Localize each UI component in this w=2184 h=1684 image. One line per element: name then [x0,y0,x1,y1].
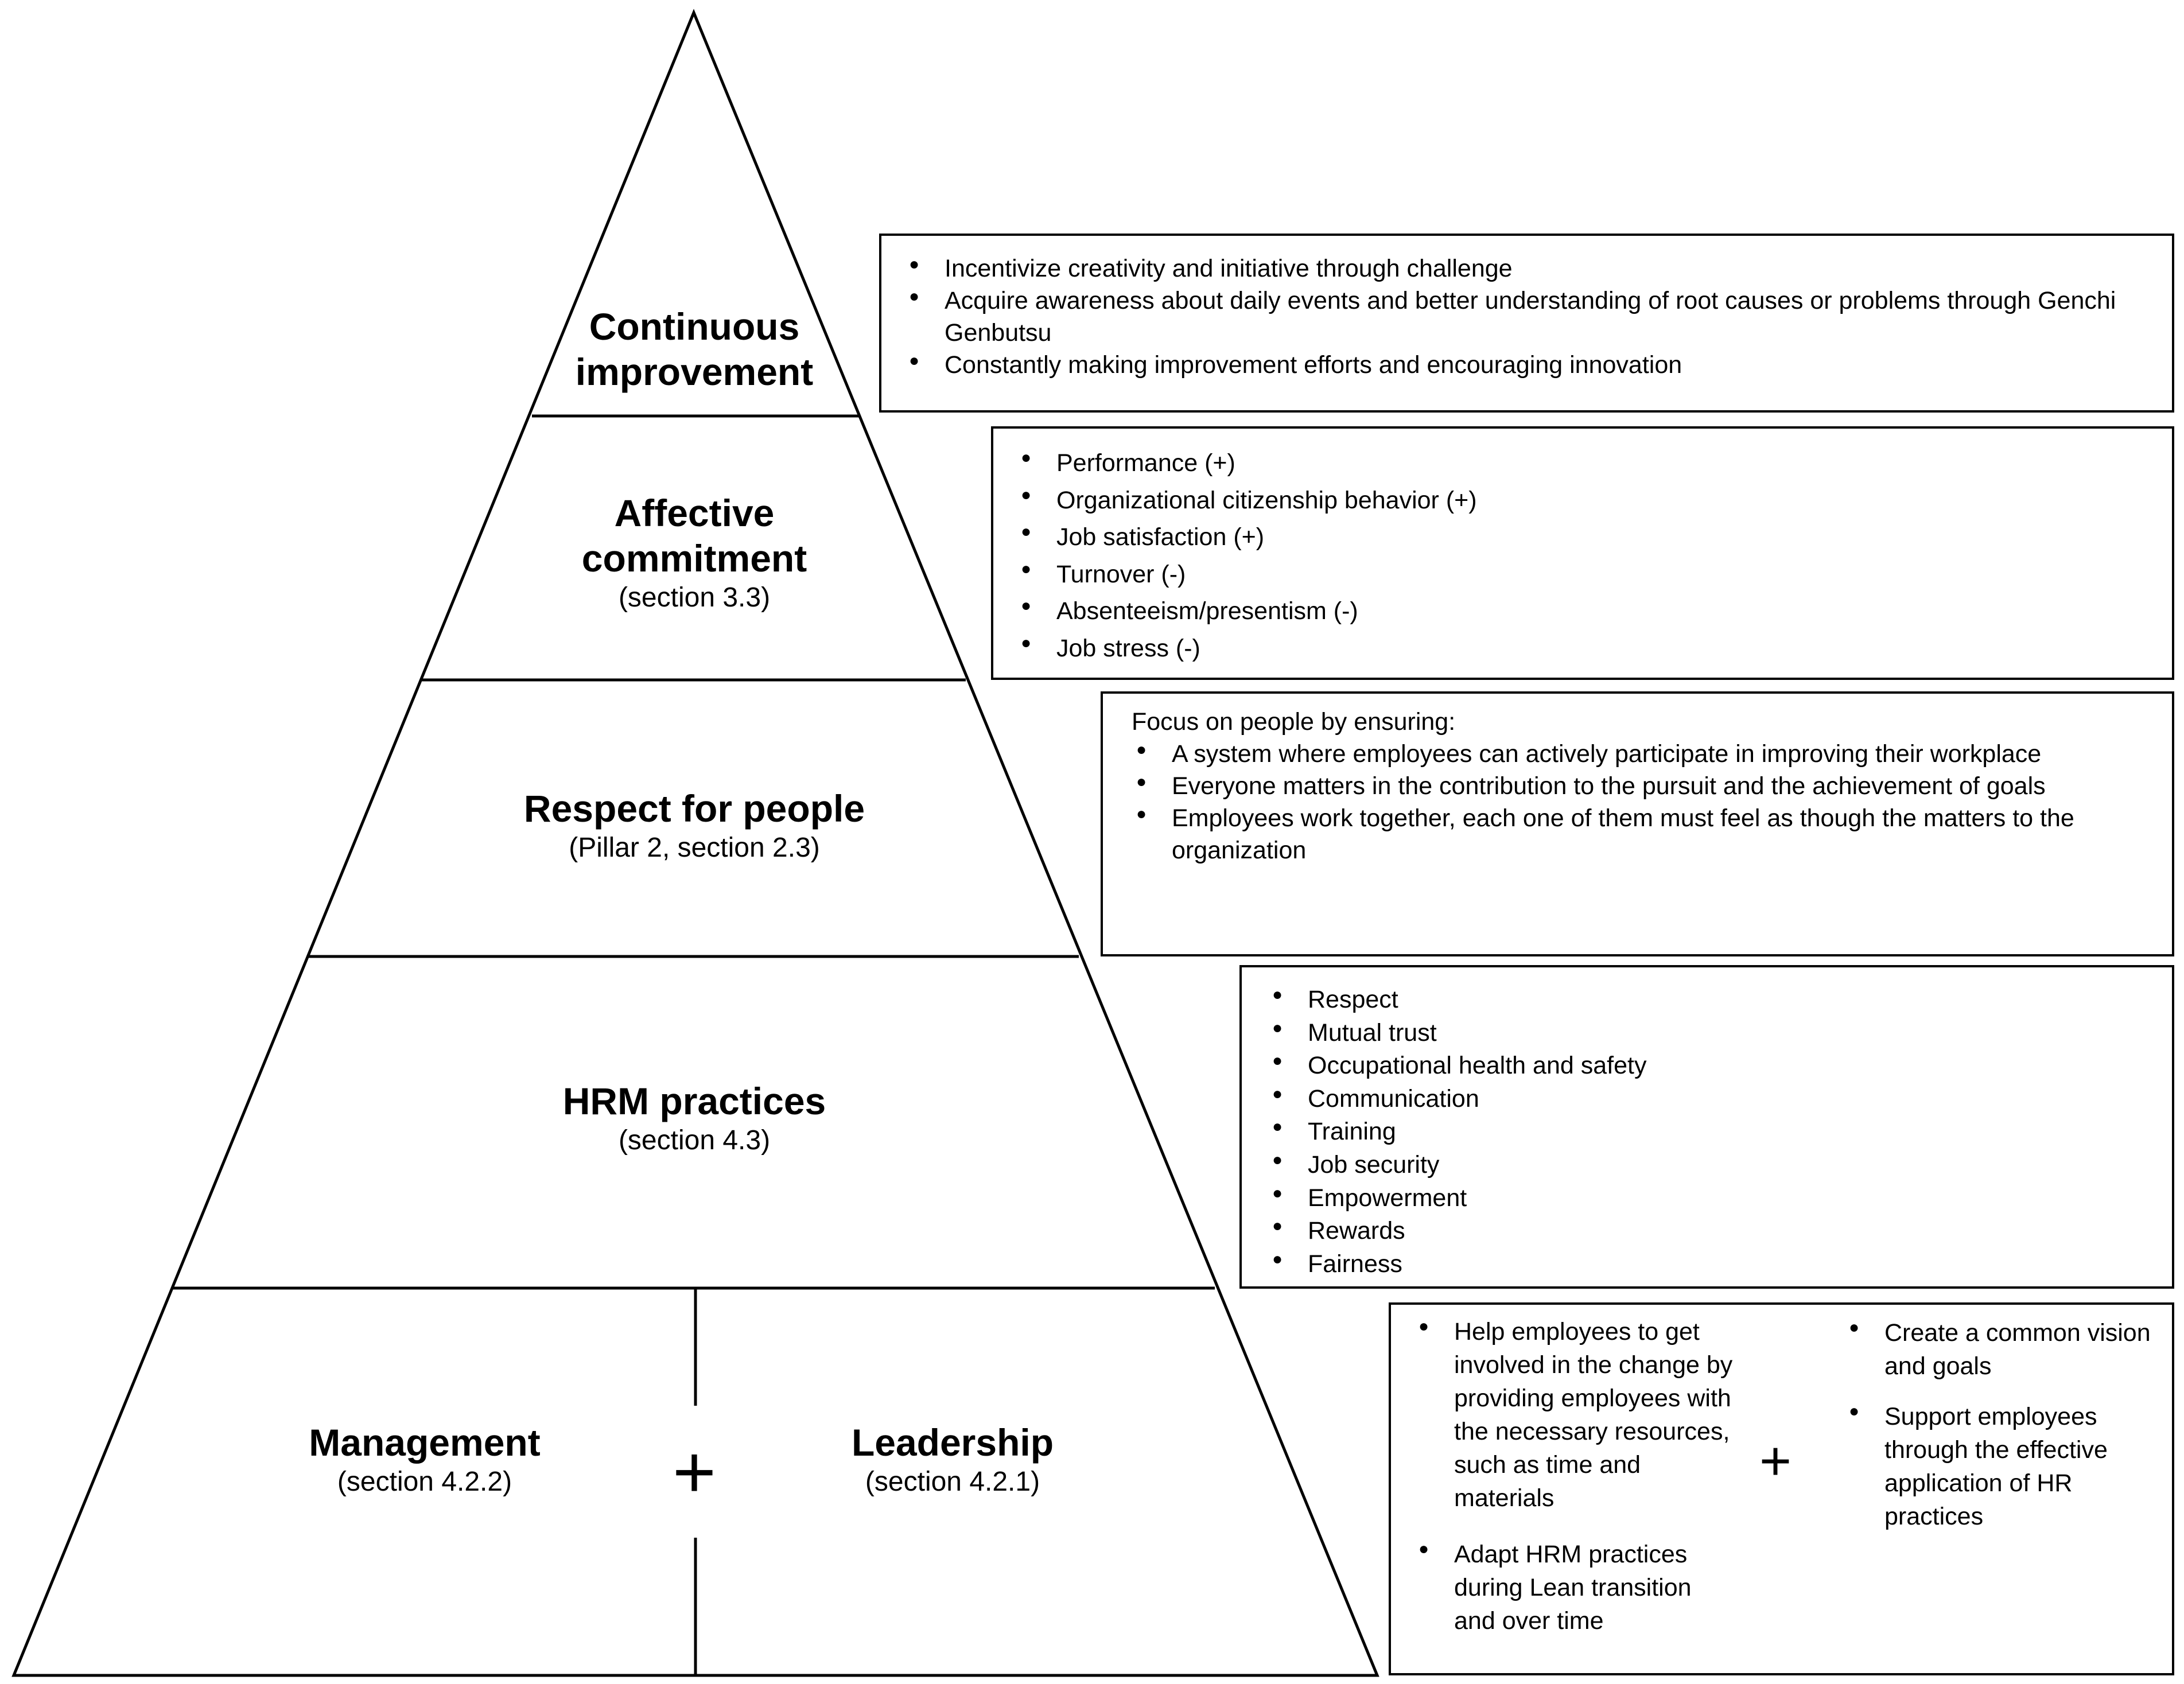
leadership-list: Create a common vision and goals Support… [1844,1316,2157,1533]
list-item: Mutual trust [1268,1017,2149,1050]
list-item: Support employees through the effective … [1844,1400,2157,1533]
hrm-practices-list: Respect Mutual trust Occupational health… [1268,983,2149,1281]
affective-commitment-list: Performance (+) Organizational citizensh… [1016,445,2149,667]
list-item: Constantly making improvement efforts an… [904,349,2149,382]
respect-for-people-title: Respect for people [523,787,865,830]
list-item: Communication [1268,1083,2149,1116]
list-item: Absenteeism/presentism (-) [1016,593,2149,630]
list-item: Everyone matters in the contribution to … [1132,771,2155,803]
list-item: Organizational citizenship behavior (+) [1016,482,2149,519]
affective-commitment-title-2: commitment [581,537,807,580]
leadership-subtitle: (section 4.2.1) [865,1467,1040,1498]
continuous-improvement-title-1: Continuous [589,305,800,348]
box-plus: + [1759,1430,1792,1492]
box-respect-for-people: Focus on people by ensuring: A system wh… [1101,691,2174,956]
respect-for-people-list: A system where employees can actively pa… [1132,738,2155,867]
list-item: Job stress (-) [1016,630,2149,667]
level-affective-commitment: Affective commitment (section 3.3) [493,491,895,615]
level-management: Management (section 4.2.2) [252,1420,597,1499]
hrm-practices-title: HRM practices [562,1080,826,1122]
list-item: Incentivize creativity and initiative th… [904,253,2149,285]
level-hrm-practices: HRM practices (section 4.3) [436,1079,953,1157]
affective-commitment-title-1: Affective [614,492,775,534]
list-item: Performance (+) [1016,445,2149,482]
list-item: Help employees to get involved in the ch… [1414,1315,1735,1515]
box-management-leadership: Help employees to get involved in the ch… [1389,1302,2174,1675]
level-continuous-improvement: Continuous improvement [493,304,895,395]
list-item: Job satisfaction (+) [1016,519,2149,556]
respect-for-people-subtitle: (Pillar 2, section 2.3) [569,833,820,864]
box-continuous-improvement: Incentivize creativity and initiative th… [879,234,2174,413]
list-item: Respect [1268,983,2149,1017]
list-item: Training [1268,1115,2149,1149]
list-item: Turnover (-) [1016,556,2149,593]
management-subtitle: (section 4.2.2) [337,1467,512,1498]
level-leadership: Leadership (section 4.2.1) [780,1420,1125,1499]
affective-commitment-subtitle: (section 3.3) [618,582,771,613]
management-list: Help employees to get involved in the ch… [1414,1315,1735,1638]
continuous-improvement-list: Incentivize creativity and initiative th… [904,253,2149,382]
list-item: A system where employees can actively pa… [1132,738,2155,771]
management-title: Management [309,1421,541,1464]
respect-for-people-intro: Focus on people by ensuring: [1132,708,1456,736]
list-item: Adapt HRM practices during Lean transiti… [1414,1538,1735,1638]
list-item: Occupational health and safety [1268,1049,2149,1083]
continuous-improvement-title-2: improvement [575,351,814,394]
list-item: Rewards [1268,1215,2149,1248]
list-item: Fairness [1268,1248,2149,1281]
management-leadership-plus: + [673,1430,716,1514]
box-hrm-practices: Respect Mutual trust Occupational health… [1239,965,2174,1289]
box-affective-commitment: Performance (+) Organizational citizensh… [991,426,2174,680]
list-item: Create a common vision and goals [1844,1316,2157,1383]
list-item: Employees work together, each one of the… [1132,803,2155,867]
level-respect-for-people: Respect for people (Pillar 2, section 2.… [436,786,953,865]
list-item: Acquire awareness about daily events and… [904,285,2149,349]
list-item: Job security [1268,1149,2149,1182]
leadership-title: Leadership [851,1421,1054,1464]
list-item: Empowerment [1268,1182,2149,1215]
hrm-practices-subtitle: (section 4.3) [618,1125,771,1156]
